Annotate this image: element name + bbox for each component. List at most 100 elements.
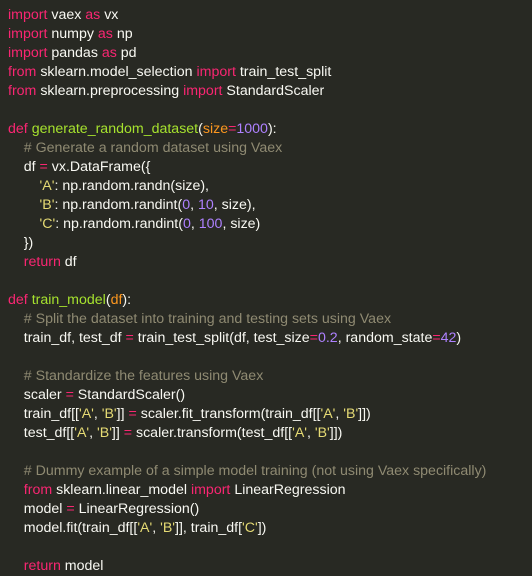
code-token: import: [196, 64, 236, 80]
code-line[interactable]: from sklearn.linear_model import LinearR…: [8, 481, 532, 500]
code-token: 1000: [236, 121, 268, 137]
code-token: from: [8, 64, 37, 80]
code-token: =: [65, 387, 74, 403]
code-token: : np.random.randint(: [54, 197, 183, 213]
code-token: ): [456, 330, 462, 346]
code-token: ]], train_df[: [175, 520, 243, 536]
code-token: : np.random.randint(: [55, 216, 183, 232]
code-line[interactable]: test_df[['A', 'B']] = scaler.transform(t…: [8, 424, 532, 443]
code-line[interactable]: def generate_random_dataset(size=1000):: [8, 120, 532, 139]
code-token: 'A': [39, 178, 55, 194]
code-line[interactable]: [8, 443, 532, 462]
code-token: df: [110, 292, 123, 308]
code-line[interactable]: # Generate a random dataset using Vaex: [8, 139, 532, 158]
code-token: generate_random_dataset: [31, 121, 199, 137]
code-line[interactable]: [8, 348, 532, 367]
code-token: # Generate a random dataset using Vaex: [23, 140, 283, 156]
code-token: scaler.transform(test_df[[: [132, 425, 293, 441]
code-token: df: [8, 159, 40, 175]
code-line[interactable]: # Standardize the features using Vaex: [8, 367, 532, 386]
code-token: =: [309, 330, 318, 346]
code-line[interactable]: df = vx.DataFrame({: [8, 158, 532, 177]
code-line[interactable]: }): [8, 234, 532, 253]
code-token: model.fit(train_df[[: [8, 520, 138, 536]
code-token: ):: [267, 121, 277, 137]
code-token: ]]): [358, 406, 371, 422]
code-line[interactable]: model.fit(train_df[['A', 'B']], train_df…: [8, 519, 532, 538]
code-token: 0: [182, 216, 191, 232]
code-token: =: [66, 501, 75, 517]
code-token: import: [190, 482, 231, 498]
code-token: df: [60, 254, 77, 270]
code-token: sklearn.model_selection: [36, 64, 197, 80]
code-line[interactable]: from sklearn.preprocessing import Standa…: [8, 82, 532, 101]
code-line[interactable]: return model: [8, 557, 532, 576]
code-token: , size),: [213, 197, 256, 213]
code-line[interactable]: # Dummy example of a simple model traini…: [8, 462, 532, 481]
code-token: train_model: [31, 292, 106, 308]
code-token: 'A': [320, 406, 336, 422]
code-token: pd: [116, 45, 137, 61]
code-token: ]]): [329, 425, 343, 441]
code-token: [8, 311, 24, 327]
code-line[interactable]: train_df, test_df = train_test_split(df,…: [8, 329, 532, 348]
code-token: 'B': [97, 425, 112, 441]
code-token: , size): [222, 216, 261, 232]
code-token: : np.random.randn(size),: [54, 178, 209, 194]
code-token: vx.DataFrame({: [47, 159, 151, 175]
code-token: =: [128, 406, 137, 422]
code-token: 0: [182, 197, 191, 213]
code-line[interactable]: 'A': np.random.randn(size),: [8, 177, 532, 196]
code-token: test_df[[: [8, 425, 75, 441]
code-line[interactable]: return df: [8, 253, 532, 272]
code-line[interactable]: model = LinearRegression(): [8, 500, 532, 519]
code-token: ,: [307, 425, 315, 441]
code-token: =: [125, 330, 134, 346]
code-token: }): [8, 235, 34, 251]
code-token: # Standardize the features using Vaex: [23, 368, 264, 384]
code-line[interactable]: from sklearn.model_selection import trai…: [8, 63, 532, 82]
code-token: def: [8, 121, 28, 137]
code-line[interactable]: import numpy as np: [8, 25, 532, 44]
code-token: model: [8, 501, 67, 517]
code-token: (: [198, 121, 203, 137]
code-line[interactable]: 'B': np.random.randint(0, 10, size),: [8, 196, 532, 215]
code-token: ,: [93, 406, 102, 422]
code-line[interactable]: train_df[['A', 'B']] = scaler.fit_transf…: [8, 405, 532, 424]
code-token: vx: [100, 7, 119, 23]
code-token: import: [183, 83, 223, 99]
code-line[interactable]: [8, 272, 532, 291]
code-token: StandardScaler(): [73, 387, 186, 403]
code-token: import: [8, 45, 48, 61]
code-token: 'C': [242, 520, 258, 536]
code-token: 'B': [101, 406, 117, 422]
code-token: (: [105, 292, 111, 308]
code-token: 'C': [39, 216, 56, 232]
code-line[interactable]: [8, 538, 532, 557]
code-token: # Split the dataset into training and te…: [23, 311, 392, 327]
code-token: 0.2: [317, 330, 338, 346]
code-token: from: [23, 482, 53, 498]
code-token: 42: [440, 330, 457, 346]
code-token: # Dummy example of a simple model traini…: [23, 463, 487, 479]
code-token: [8, 254, 24, 270]
code-token: def: [8, 292, 28, 308]
code-token: 'A': [74, 425, 90, 441]
code-token: 'A': [78, 406, 94, 422]
code-line[interactable]: import pandas as pd: [8, 44, 532, 63]
code-token: 'B': [314, 425, 330, 441]
code-line[interactable]: scaler = StandardScaler(): [8, 386, 532, 405]
code-line[interactable]: 'C': np.random.randint(0, 100, size): [8, 215, 532, 234]
code-token: sklearn.linear_model: [52, 482, 191, 498]
code-token: import: [8, 26, 48, 42]
code-line[interactable]: # Split the dataset into training and te…: [8, 310, 532, 329]
code-token: train_test_split(df, test_size: [133, 330, 310, 346]
code-line[interactable]: [8, 101, 532, 120]
code-token: ):: [122, 292, 132, 308]
code-line[interactable]: import vaex as vx: [8, 6, 532, 25]
code-token: pandas: [47, 45, 102, 61]
code-token: import: [8, 7, 48, 23]
code-line[interactable]: def train_model(df):: [8, 291, 532, 310]
